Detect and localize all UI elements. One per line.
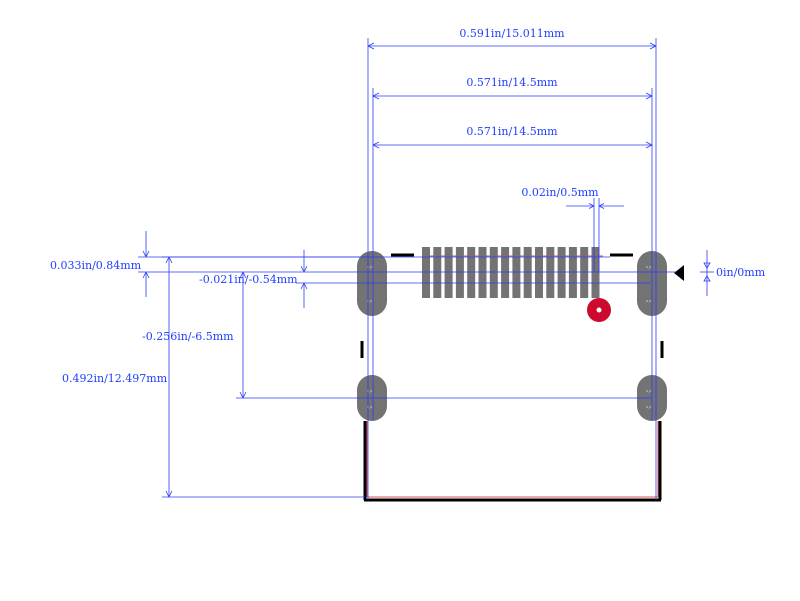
signal-pad-10: [523, 247, 532, 298]
svg-text:0_0: 0_0: [646, 299, 651, 303]
signal-pad-7: [489, 247, 498, 298]
signal-pad-11: [535, 247, 543, 298]
svg-text:0_0: 0_0: [367, 389, 372, 393]
pin-1-indicator: [587, 298, 611, 322]
signal-pad-3: [444, 247, 453, 298]
signal-pads: [422, 247, 600, 298]
signal-pad-8: [501, 247, 510, 298]
mount-pad-top-left: [357, 251, 387, 316]
origin-label: 0in/0mm: [716, 266, 766, 279]
signal-pad-13: [557, 247, 566, 298]
mount-pad-labels: 0_0 0_0 0_0 0_0 0_0 0_0 0_0 0_0: [367, 265, 651, 409]
body-width-label-2: 0.571in/14.5mm: [466, 125, 558, 138]
signal-pad-9: [512, 247, 521, 298]
svg-text:0_0: 0_0: [367, 405, 372, 409]
svg-text:0_0: 0_0: [367, 299, 372, 303]
svg-text:0_0: 0_0: [646, 265, 651, 269]
overall-width-label: 0.591in/15.011mm: [459, 27, 565, 40]
pad-length-label: 0.033in/0.84mm: [50, 259, 142, 272]
signal-pad-6: [478, 247, 487, 298]
origin-marker: [674, 265, 684, 281]
signal-pad-1: [422, 247, 430, 298]
svg-text:0_0: 0_0: [646, 405, 651, 409]
svg-text:0_0: 0_0: [367, 265, 372, 269]
body-outline: [360, 253, 664, 502]
signal-pad-4: [455, 247, 464, 298]
mount-offset-label: -0.256in/-6.5mm: [142, 330, 234, 343]
mounting-pads: [357, 251, 667, 421]
svg-text:0_0: 0_0: [646, 389, 651, 393]
body-width-label-1: 0.571in/14.5mm: [466, 76, 558, 89]
signal-pad-14: [568, 247, 577, 298]
pitch-label: 0.02in/0.5mm: [521, 186, 599, 199]
row-offset-label: -0.021in/-0.54mm: [199, 273, 298, 286]
dimension-lines: [138, 38, 714, 500]
signal-pad-16: [591, 247, 600, 298]
signal-pad-2: [433, 247, 442, 298]
overall-height-label: 0.492in/12.497mm: [62, 372, 168, 385]
signal-pad-5: [467, 247, 476, 298]
signal-pad-15: [580, 247, 589, 298]
signal-pad-12: [546, 247, 555, 298]
